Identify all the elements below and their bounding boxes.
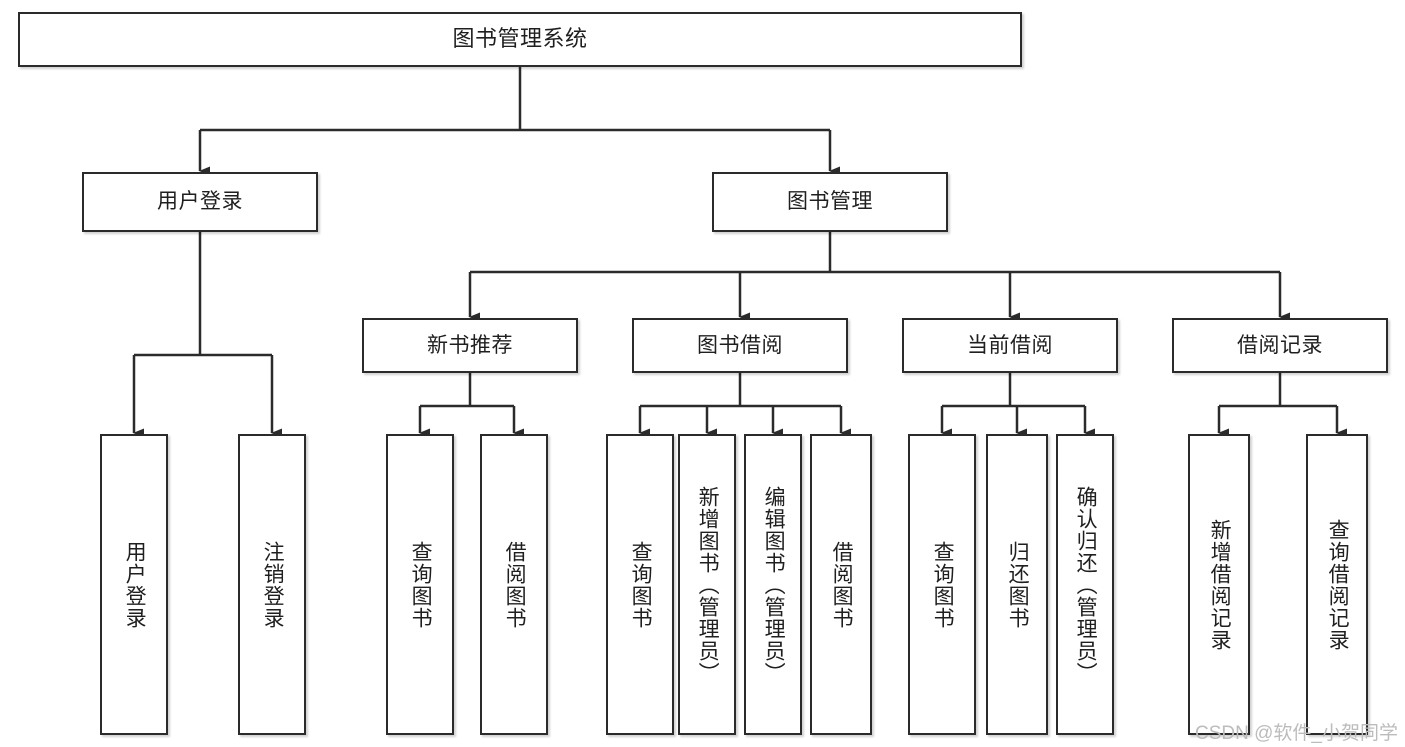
node-current-borrow[interactable]: 当前借阅 — [902, 318, 1118, 373]
node-label-leaf-current-return: 归还图书 — [1006, 540, 1030, 629]
node-leaf-rec-query[interactable]: 查询图书 — [386, 434, 454, 735]
node-leaf-current-return[interactable]: 归还图书 — [986, 434, 1048, 735]
node-label-book-borrow: 图书借阅 — [697, 333, 783, 357]
node-label-leaf-borrow-add: 新增图书（管理员） — [696, 485, 720, 684]
node-label-leaf-current-query: 查询图书 — [931, 540, 955, 629]
node-leaf-record-add[interactable]: 新增借阅记录 — [1188, 434, 1250, 735]
connector-lines — [132, 67, 1347, 438]
node-label-leaf-rec-query: 查询图书 — [409, 540, 433, 629]
node-book-manage[interactable]: 图书管理 — [712, 172, 948, 232]
node-label-leaf-rec-borrow: 借阅图书 — [503, 540, 527, 629]
node-leaf-user-login[interactable]: 用户登录 — [100, 434, 168, 735]
node-leaf-current-query[interactable]: 查询图书 — [908, 434, 976, 735]
node-label-book-manage: 图书管理 — [787, 190, 873, 214]
node-label-leaf-record-query: 查询借阅记录 — [1326, 518, 1350, 651]
node-label-new-book-rec: 新书推荐 — [427, 333, 513, 357]
node-user-login[interactable]: 用户登录 — [82, 172, 318, 232]
node-label-user-login: 用户登录 — [157, 190, 243, 214]
node-label-current-borrow: 当前借阅 — [967, 333, 1053, 357]
node-label-borrow-record: 借阅记录 — [1237, 333, 1323, 357]
node-label-root: 图书管理系统 — [452, 26, 588, 52]
node-new-book-rec[interactable]: 新书推荐 — [362, 318, 578, 373]
node-leaf-record-query[interactable]: 查询借阅记录 — [1306, 434, 1368, 735]
node-leaf-borrow-add[interactable]: 新增图书（管理员） — [678, 434, 736, 735]
node-root[interactable]: 图书管理系统 — [18, 12, 1022, 67]
node-label-leaf-borrow-edit: 编辑图书（管理员） — [762, 485, 786, 684]
node-leaf-user-logout[interactable]: 注销登录 — [238, 434, 306, 735]
node-label-leaf-borrow-query: 查询图书 — [629, 540, 653, 629]
node-book-borrow[interactable]: 图书借阅 — [632, 318, 848, 373]
node-leaf-current-confirm[interactable]: 确认归还（管理员） — [1056, 434, 1114, 735]
node-leaf-borrow-edit[interactable]: 编辑图书（管理员） — [744, 434, 802, 735]
node-leaf-rec-borrow[interactable]: 借阅图书 — [480, 434, 548, 735]
node-label-leaf-borrow-take: 借阅图书 — [830, 540, 854, 629]
node-leaf-borrow-take[interactable]: 借阅图书 — [810, 434, 872, 735]
node-label-leaf-record-add: 新增借阅记录 — [1208, 518, 1232, 651]
node-leaf-borrow-query[interactable]: 查询图书 — [606, 434, 674, 735]
node-borrow-record[interactable]: 借阅记录 — [1172, 318, 1388, 373]
node-label-leaf-user-login: 用户登录 — [123, 540, 147, 629]
node-label-leaf-current-confirm: 确认归还（管理员） — [1074, 485, 1098, 684]
node-label-leaf-user-logout: 注销登录 — [261, 540, 285, 629]
